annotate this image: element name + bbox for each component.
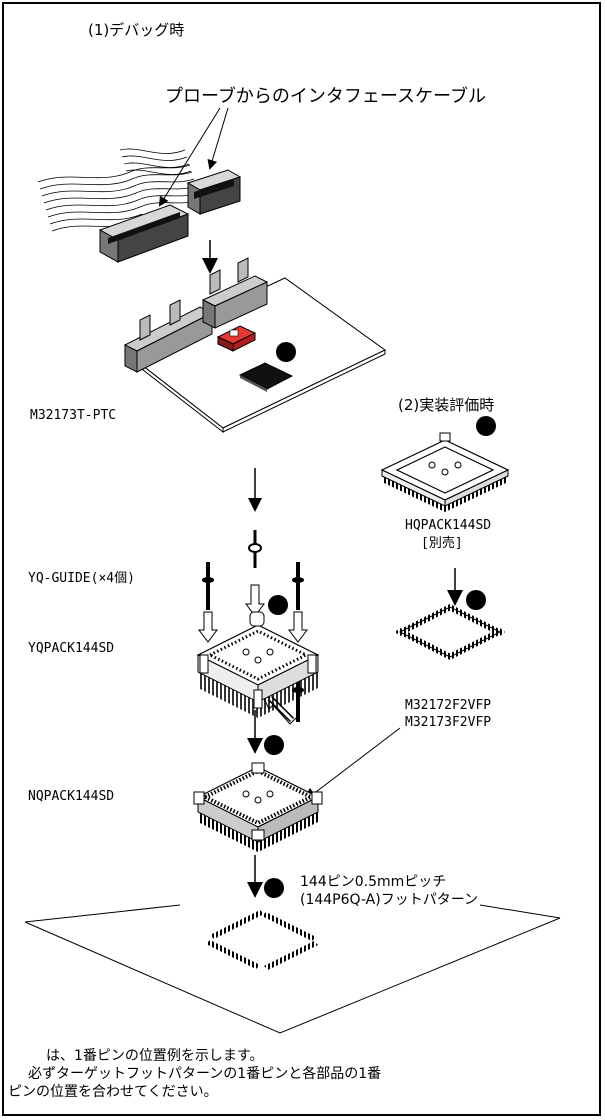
ptc-chip [238, 362, 294, 392]
ptc-connector-right [201, 257, 269, 329]
mcu-label-1: M32172F2VFP [405, 698, 492, 713]
pin1-marker-nqpack [264, 735, 284, 755]
note-line-1: は、1番ピンの位置例を示します。 [46, 1048, 264, 1064]
ptc-board [123, 257, 386, 434]
hollow-arrow-left [198, 611, 218, 643]
ptc-label: M32173T-PTC [30, 408, 117, 423]
nqpack-label: NQPACK144SD [28, 789, 115, 804]
debug-title: (1)デバッグ時 [88, 21, 185, 39]
pin1-marker-mcu [466, 590, 486, 610]
yqpack-label: YQPACK144SD [28, 641, 115, 656]
separate-sale-label: [別売] [421, 536, 463, 551]
arrow-nqpack-to-footprint [247, 855, 263, 898]
nqpack [193, 762, 323, 852]
eval-title: (2)実装評価時 [398, 396, 495, 414]
pin1-marker-ptc [276, 342, 296, 362]
arrow-yqpack-to-nqpack [247, 710, 263, 754]
pin1-marker-yqpack [268, 595, 288, 615]
guide-pin-right [292, 562, 304, 610]
pin1-marker-footprint [264, 878, 284, 898]
yqpack [196, 611, 320, 718]
hollow-arrow-right [288, 611, 308, 643]
ribbon-cable-wires [37, 148, 201, 232]
footprint-label-1: 144ピン0.5mmピッチ [300, 874, 447, 890]
mcu-label-2: M32173F2VFP [405, 715, 492, 730]
cable-pointer-line-1 [158, 107, 221, 207]
pin1-marker-hqpack [476, 416, 496, 436]
note-line-3: ピンの位置を合わせてください。 [8, 1084, 218, 1100]
arrow-cable-to-ptc [202, 240, 218, 274]
mcu-qfp [395, 604, 505, 660]
ptc-connector-left [123, 299, 214, 373]
note-line-2: 必ずターゲットフットパターンの1番ピンと各部品の1番 [28, 1066, 382, 1082]
cable-connector-right [186, 169, 242, 215]
guide-pin-top [248, 530, 262, 568]
guide-pin-left [202, 562, 214, 610]
ptc-red-switch [216, 325, 257, 352]
arrow-hqpack-to-mcu [447, 568, 463, 606]
arrow-ptc-to-guide [248, 468, 262, 512]
yqguide-label: YQ-GUIDE(×4個) [28, 571, 135, 586]
cable-label: プローブからのインタフェースケーブル [165, 86, 486, 107]
hollow-arrow-center [245, 584, 265, 617]
cable-pointer-line-2 [207, 107, 229, 170]
footprint-label-2: (144P6Q-A)フットパターン [300, 892, 479, 908]
hqpack-label: HQPACK144SD [405, 518, 492, 533]
cable-connector-left [98, 204, 190, 263]
footprint-pattern [206, 910, 318, 970]
hqpack [380, 432, 510, 512]
interface-cable [37, 107, 242, 263]
target-board [24, 904, 561, 1034]
